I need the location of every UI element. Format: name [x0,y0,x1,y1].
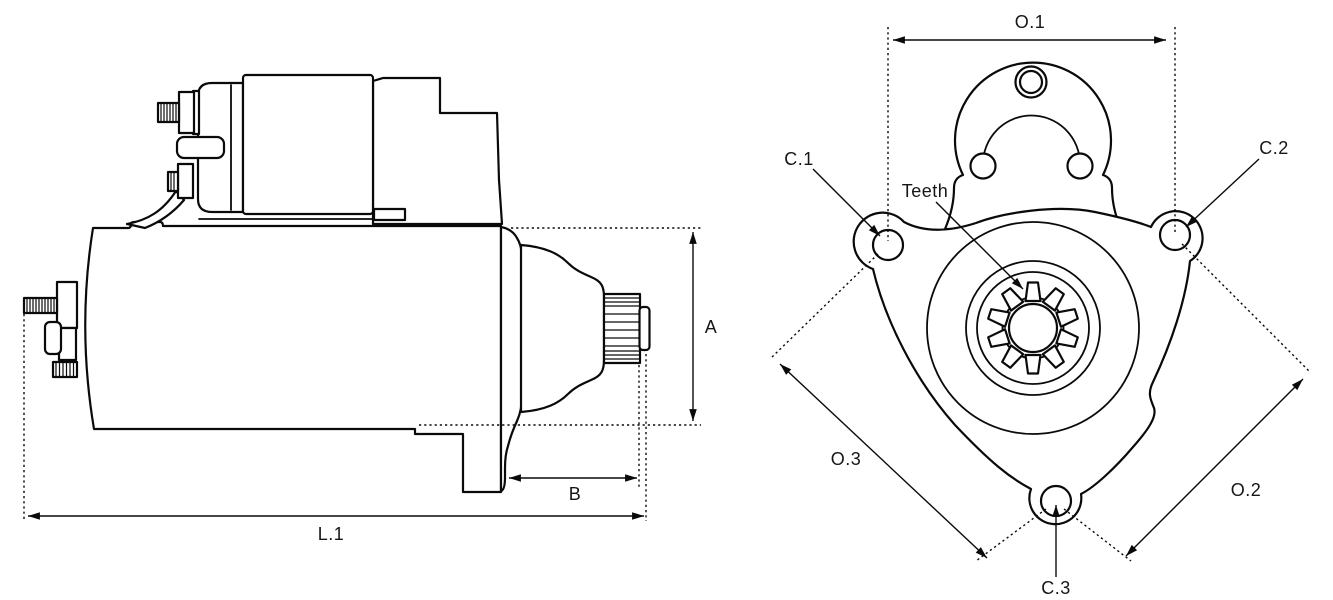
pinion-gear [602,292,651,365]
leader-line-c1 [812,168,881,237]
rear-terminal-stud [22,296,59,315]
bell-top-hole [1018,69,1044,95]
motor-body [84,220,503,494]
leader-line-c2 [1185,158,1260,228]
hole-label-c2: C.2 [1259,138,1289,158]
gear-label-teeth: Teeth [902,181,949,201]
side-view-dimensions: L.1 B A [23,227,718,544]
side-view: L.1 B A [22,73,718,544]
housing-circle-outer [926,221,1140,435]
dimension-line-o3 [779,363,988,559]
dimension-label-b: B [569,484,582,504]
rear-terminal-block-upper [55,280,79,330]
gear-teeth [987,281,1079,375]
lower-terminal-nut [176,162,195,200]
solenoid-terminals [156,89,226,200]
upper-terminal-nut [177,90,196,135]
mounting-hole-c1 [871,228,905,262]
dimension-label-o2: O.2 [1231,480,1262,500]
solenoid-wire-strap [125,189,186,230]
solenoid-body [241,73,375,216]
hole-label-c1: C.1 [784,149,814,169]
bell-right-hole [1066,152,1094,180]
terminal-bar [175,135,226,160]
front-view-dimensions: O.1 O.3 O.2 C.1 C.2 C.3 Teeth [770,12,1310,598]
front-bracket [499,225,524,493]
dimension-label-a: A [705,317,718,337]
upper-terminal-stud [156,101,181,124]
solenoid-bell-arch [943,61,1123,231]
mounting-hole-c2 [1158,218,1192,252]
drive-housing-step [371,76,504,226]
drive-end-cone [519,243,606,414]
dimension-line-o2 [1125,378,1304,557]
bell-left-hole [969,152,997,180]
housing-circle-mid [965,260,1101,396]
dimension-label-o1: O.1 [1015,12,1046,32]
pinion-teeth-lines [605,297,639,360]
housing-circle-inner [976,271,1090,385]
dimension-label-o3: O.3 [831,449,862,469]
gear-bore-circle [1007,302,1059,354]
solenoid-step-block [372,207,407,222]
dimension-label-l1: L.1 [318,524,345,544]
rear-connector [43,320,63,356]
front-view: O.1 O.3 O.2 C.1 C.2 C.3 Teeth [770,12,1310,598]
pinion-end-cap [638,305,651,352]
leader-line-teeth [935,201,1024,290]
hole-label-c3: C.3 [1041,578,1071,598]
rear-terminals [22,280,79,379]
lower-terminal-stud [166,170,180,193]
